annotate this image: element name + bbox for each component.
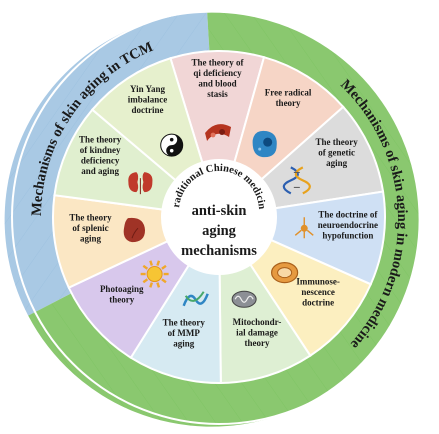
dna-icon bbox=[282, 166, 311, 195]
protein-icon bbox=[182, 291, 209, 307]
yin-yang-icon bbox=[160, 133, 184, 157]
sun-icon bbox=[140, 260, 169, 288]
center-line-1: anti-skin bbox=[192, 203, 247, 219]
spleen-icon bbox=[123, 217, 146, 243]
cell-icon bbox=[252, 130, 277, 158]
immune-cell-icon bbox=[271, 261, 299, 284]
neuron-icon bbox=[294, 217, 314, 239]
kidney-icon bbox=[128, 172, 153, 195]
mitochondria-icon bbox=[231, 290, 257, 308]
center-line-3: mechanisms bbox=[181, 243, 257, 259]
blood-stasis-icon bbox=[205, 124, 232, 142]
center-line-2: aging bbox=[202, 223, 237, 239]
